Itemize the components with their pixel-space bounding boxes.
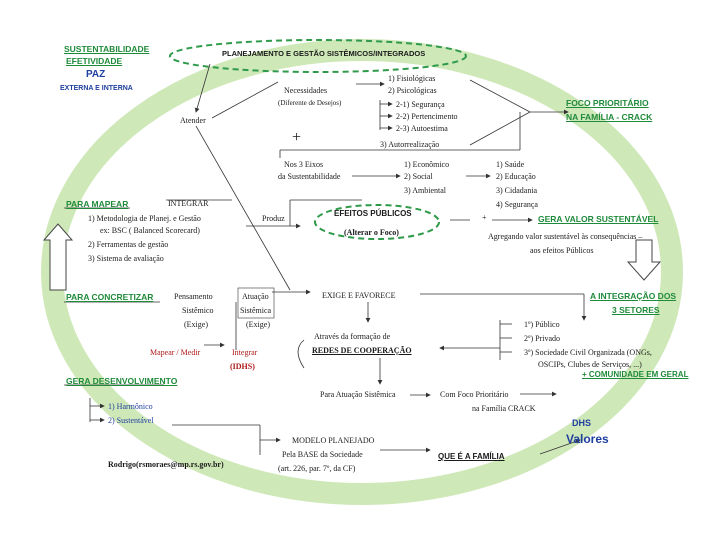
valor-line2: aos efeitos Públicos: [530, 246, 594, 255]
foco-familia-label: NA FAMÍLIA - CRACK: [566, 112, 653, 122]
exige-favorece-label: EXIGE E FAVORECE: [322, 291, 396, 300]
que-familia-label: QUE É A FAMÍLIA: [438, 452, 505, 461]
setor-item: 3º) Sociedade Civil Organizada (ONGs,: [524, 348, 652, 357]
foco-prioritario-small: Com Foco Prioritário: [440, 390, 509, 399]
redes-cooperacao-label: REDES DE COOPERAÇÃO: [312, 346, 412, 356]
setor-social-item: 2) Educação: [496, 172, 536, 181]
eixos-sub: da Sustentabilidade: [278, 172, 341, 181]
need-item: 2) Psicológicas: [388, 86, 437, 95]
idhs-label: (IDHS): [230, 362, 255, 371]
effects-highlight-ellipse: [314, 204, 440, 240]
connector-line: [469, 111, 531, 146]
para-mapear-label: PARA MAPEAR: [66, 199, 129, 209]
base-sociedade-label: Pela BASE da Sociedade: [282, 450, 363, 459]
hollow-arrow-down: [626, 239, 662, 281]
exige-label: (Exige): [184, 320, 208, 329]
sistemico-label: Sistêmico: [182, 306, 214, 315]
produz-label: Produz: [262, 214, 285, 223]
integracao-label: A INTEGRAÇÃO DOS: [590, 291, 677, 301]
para-concretizar-label: PARA CONCRETIZAR: [66, 292, 154, 302]
necessidades-title: Necessidades: [284, 86, 328, 95]
setor-item: 1º) Público: [524, 320, 560, 329]
need-item: 1) Fisiológicas: [388, 74, 436, 83]
sistemica-label: Sistêmica: [240, 306, 272, 315]
redes-line1: Através da formação de: [314, 332, 391, 341]
gera-valor-label: GERA VALOR SUSTENTÁVEL: [538, 214, 659, 224]
efetividade-label: EFETIVIDADE: [66, 56, 123, 66]
desenvolvimento-item: 1) Harmônico: [108, 402, 153, 411]
mapear-item: 2) Ferramentas de gestão: [88, 240, 169, 249]
familia-crack-label: na Família CRACK: [472, 404, 536, 413]
redes-cooperacao-text: REDES DE COOPERAÇÃO: [312, 346, 412, 355]
setor-social-item: 4) Segurança: [496, 200, 538, 209]
connector-line: [194, 63, 211, 113]
mapear-medir-label: Mapear / Medir: [150, 348, 201, 357]
hollow-arrow-up: [42, 223, 74, 291]
eixos-title: Nos 3 Eixos: [284, 160, 324, 169]
connector-line: [539, 439, 581, 455]
brace-left: [297, 339, 305, 369]
desenvolvimento-item: 2) Sustentável: [108, 416, 154, 425]
need-item: 2-2) Pertencimento: [396, 112, 458, 121]
integrar-label: INTEGRAR: [168, 199, 209, 208]
need-item: 3) Autorrealização: [380, 140, 440, 149]
need-item: 2-1) Segurança: [396, 100, 445, 109]
paz-label: PAZ: [86, 69, 106, 80]
planning-highlight-ellipse: [169, 39, 467, 73]
mapear-item: 3) Sistema de avaliação: [88, 254, 164, 263]
atuacao-sistemica-label: Para Atuação Sistêmica: [320, 390, 396, 399]
setor-item: 2º) Privado: [524, 334, 561, 343]
mapear-item: 1) Metodologia de Planej. e Gestão: [88, 214, 201, 223]
valor-line1: Agregando valor sustentável às consequên…: [488, 232, 643, 241]
exige-label: (Exige): [246, 320, 270, 329]
necessidades-sub: (Diferente de Desejos): [278, 99, 342, 107]
setor-item: OSCIPs, Clubes de Serviços, ...): [538, 360, 642, 369]
gera-desenvolvimento-label: GERA DESENVOLVIMENTO: [66, 376, 178, 386]
comunidade-label: + COMUNIDADE EM GERAL: [582, 370, 689, 379]
planejamento-title: PLANEJAMENTO E GESTÃO SISTÊMICOS/INTEGRA…: [222, 49, 426, 58]
alterar-foco-label: (Alterar o Foco): [344, 228, 399, 237]
externa-interna-label: EXTERNA E INTERNA: [60, 85, 133, 92]
setor-social-item: 1) Saúde: [496, 160, 525, 169]
valores-label: Valores: [566, 432, 609, 446]
atender-label: Atender: [180, 116, 206, 125]
artigo-label: (art. 226, par. 7º, da CF): [278, 464, 356, 473]
dhs-label: DHS: [572, 418, 592, 428]
mapear-item: ex: BSC ( Balanced Scorecard): [100, 226, 200, 235]
eixo-item: 3) Ambiental: [404, 186, 446, 195]
sustentabilidade-label: SUSTENTABILIDADE: [64, 44, 150, 54]
plus-sign: +: [292, 129, 302, 146]
efeitos-publicos-label: EFEITOS PÚBLICOS: [334, 209, 412, 218]
eixo-item: 2) Social: [404, 172, 433, 181]
tres-setores-label: 3 SETORES: [612, 305, 660, 315]
foco-prioritario-label: FOCO PRIORITÁRIO: [566, 98, 649, 108]
plus-small: +: [482, 213, 487, 222]
atuacao-box: [237, 287, 275, 319]
connector-line: [469, 79, 531, 113]
connector-line: [195, 125, 291, 291]
modelo-planejado-label: MODELO PLANEJADO: [292, 436, 375, 445]
author-label: Rodrigo(rsmoraes@mp.rs.gov.br): [108, 460, 224, 469]
integrar-red-label: Integrar: [232, 348, 258, 357]
pensamento-label: Pensamento: [174, 292, 213, 301]
setor-social-item: 3) Cidadania: [496, 186, 538, 195]
atuacao-label: Atuação: [242, 292, 269, 301]
eixo-item: 1) Econômico: [404, 160, 450, 169]
connector-line: [211, 81, 279, 119]
need-item: 2-3) Autoestima: [396, 124, 448, 133]
